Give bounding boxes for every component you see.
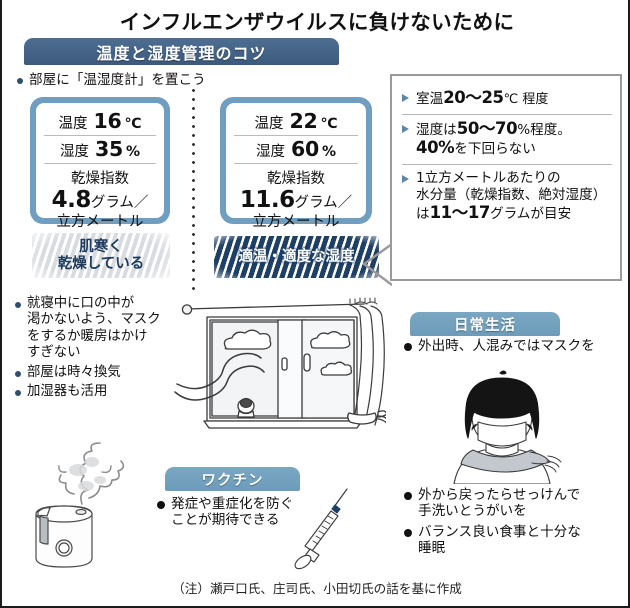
guideline-1-suffix: ℃ 程度 xyxy=(503,92,549,107)
sleep-item-line-4: すぎない xyxy=(27,345,81,361)
dryness-index-unit-b: 立方メートル xyxy=(252,214,340,230)
vaccine-list: 発症や重症化を防ぐ ことが期待できる xyxy=(157,496,317,529)
temperature-unit: ℃ xyxy=(320,116,338,132)
guideline-item-room-temperature: 室温20〜25℃ 程度 xyxy=(402,84,612,114)
temperature-label: 温度 xyxy=(254,116,284,132)
guideline-list: 室温20〜25℃ 程度 湿度は50〜70%程度。 40%を下回らない 1立方メート… xyxy=(392,76,620,229)
daily-b-line-1: 外から戻ったらせっけんで xyxy=(418,487,581,503)
page-title: インフルエンザウイルスに負けないために xyxy=(119,10,515,34)
badge-line-2: 乾燥している xyxy=(57,255,145,272)
humidity-value: 35 xyxy=(95,137,123,161)
humidity-label: 湿度 xyxy=(60,144,90,160)
dryness-index-label: 乾燥指数 xyxy=(267,171,325,187)
humidity-row: 湿度 35 % xyxy=(44,136,156,164)
daily-life-list-top: 外出時、人混みではマスクを xyxy=(404,338,630,354)
measurement-card-inner: 温度 16 ℃ 湿度 35 % 乾燥指数 4.8 グラム／ 立方メートル xyxy=(36,103,164,230)
guideline-1-number: 20〜25 xyxy=(443,88,504,107)
dryness-index-unit-a: グラム／ xyxy=(294,195,353,211)
measurement-card-optimal: 温度 22 ℃ 湿度 60 % 乾燥指数 11.6 グラム／ 立方メートル xyxy=(220,97,372,230)
guideline-3-suffix: グラムが目安 xyxy=(490,206,572,222)
guideline-2-prefix: 湿度は xyxy=(416,122,457,138)
guideline-2-middle: %程度。 xyxy=(517,122,571,138)
guideline-item-humidity: 湿度は50〜70%程度。 40%を下回らない xyxy=(402,114,612,164)
humidity-value: 60 xyxy=(291,137,319,161)
thermometer-note-list: 部屋に「温湿度計」を置こう xyxy=(16,72,216,89)
temperature-unit: ℃ xyxy=(124,116,142,132)
vaccine-line-1: 発症や重症化を防ぐ xyxy=(171,496,294,512)
daily-c-line-1: バランス良い食事と十分な xyxy=(418,523,581,540)
guideline-3-line-1: 1立方メートルあたりの xyxy=(416,170,561,186)
list-item: 外出時、人混みではマスクを xyxy=(404,338,630,354)
footnote: （注）瀬戸口氏、庄司氏、小田切氏の話を基に作成 xyxy=(172,581,462,596)
window-ventilation-illustration xyxy=(174,297,386,429)
measurement-card-inner: 温度 22 ℃ 湿度 60 % 乾燥指数 11.6 グラム／ 立方メートル xyxy=(226,103,366,230)
list-item: 発症や重症化を防ぐ ことが期待できる xyxy=(157,496,317,529)
list-item: 部屋に「温湿度計」を置こう xyxy=(16,72,216,89)
badge-optimal: 適温・適度な湿度 xyxy=(214,236,379,278)
guideline-callout-box: 室温20〜25℃ 程度 湿度は50〜70%程度。 40%を下回らない 1立方メート… xyxy=(390,74,622,281)
humidifier-illustration xyxy=(35,442,125,568)
guideline-3-number: 11〜17 xyxy=(429,203,491,222)
section-header-vaccine: ワクチン xyxy=(165,467,300,491)
daily-b-line-2: 手洗いとうがいを xyxy=(418,503,527,520)
guideline-2-suffix: を下回らない xyxy=(454,141,536,157)
temperature-row: 温度 22 ℃ xyxy=(234,108,358,136)
daily-life-list-bottom: 外から戻ったらせっけんで 手洗いとうがいを バランス良い食事と十分な 睡眠 xyxy=(404,487,630,557)
section-header-daily-life: 日常生活 xyxy=(410,312,560,336)
guideline-1-prefix: 室温 xyxy=(416,91,444,107)
vaccine-line-2: ことが期待できる xyxy=(171,512,280,529)
guideline-2-number: 50〜70 xyxy=(456,119,518,138)
badge-line-1: 肌寒く xyxy=(79,238,123,255)
badge-cold-dry: 肌寒く 乾燥している xyxy=(32,233,170,278)
humidity-unit: % xyxy=(321,144,336,160)
badge-optimal-text: 適温・適度な湿度 xyxy=(238,248,355,265)
sleep-item-line-3: をするか暖房はかけ xyxy=(27,328,148,344)
dryness-index-unit-b: 立方メートル xyxy=(56,214,144,230)
sleep-tips-list: 就寝中に口の中が 渇かないよう、マスク をするか暖房はかけ すぎない 部屋は時々… xyxy=(14,296,179,400)
brush-stroke-icon xyxy=(214,236,379,278)
list-item: 外から戻ったらせっけんで 手洗いとうがいを xyxy=(404,487,630,520)
temperature-value: 16 xyxy=(93,109,122,133)
guideline-3-line-2: 水分量（乾燥指数、絶対湿度） xyxy=(416,187,607,203)
humidity-row: 湿度 60 % xyxy=(234,136,358,164)
masked-person-illustration xyxy=(453,370,562,484)
guideline-item-absolute-humidity: 1立方メートルあたりの 水分量（乾燥指数、絶対湿度） は11〜17グラムが目安 xyxy=(402,164,612,229)
dryness-index-value: 4.8 xyxy=(51,187,92,213)
humidity-label: 湿度 xyxy=(256,144,286,160)
section-header-label: ワクチン xyxy=(201,472,264,489)
guideline-2-number-2: 40% xyxy=(416,138,455,157)
temperature-label: 温度 xyxy=(58,116,88,132)
dryness-index-label: 乾燥指数 xyxy=(71,171,129,187)
temperature-value: 22 xyxy=(289,109,318,133)
dryness-index-value-row: 11.6 グラム／ xyxy=(240,187,352,213)
callout-pointer-icon xyxy=(361,243,392,286)
dryness-index-unit-a: グラム／ xyxy=(90,195,149,211)
temperature-row: 温度 16 ℃ xyxy=(44,108,156,136)
badge-cold-dry-text: 肌寒く 乾燥している xyxy=(58,239,145,273)
section-header-temperature-humidity: 温度と湿度管理のコツ xyxy=(24,38,339,65)
brush-stroke-icon xyxy=(32,233,170,278)
vertical-dotted-divider xyxy=(192,86,195,291)
sleep-item-line-1: 就寝中に口の中が xyxy=(27,296,135,311)
guideline-3-prefix: は xyxy=(416,206,430,222)
sleep-item-line-2: 渇かないよう、マスク xyxy=(27,312,161,328)
list-item: 就寝中に口の中が 渇かないよう、マスク をするか暖房はかけ すぎない xyxy=(14,296,179,362)
dryness-index-value-row: 4.8 グラム／ xyxy=(52,187,149,213)
section-header-label: 温度と湿度管理のコツ xyxy=(96,43,267,63)
dryness-index-value: 11.6 xyxy=(239,187,295,213)
measurement-card-cold: 温度 16 ℃ 湿度 35 % 乾燥指数 4.8 グラム／ 立方メートル xyxy=(30,97,170,230)
list-item: バランス良い食事と十分な 睡眠 xyxy=(404,524,630,557)
section-header-label: 日常生活 xyxy=(454,317,516,334)
list-item: 加湿器も活用 xyxy=(14,384,179,400)
syringe-illustration xyxy=(294,488,348,570)
list-item: 部屋は時々換気 xyxy=(14,365,179,381)
daily-c-line-2: 睡眠 xyxy=(418,540,446,557)
humidity-unit: % xyxy=(125,144,140,160)
